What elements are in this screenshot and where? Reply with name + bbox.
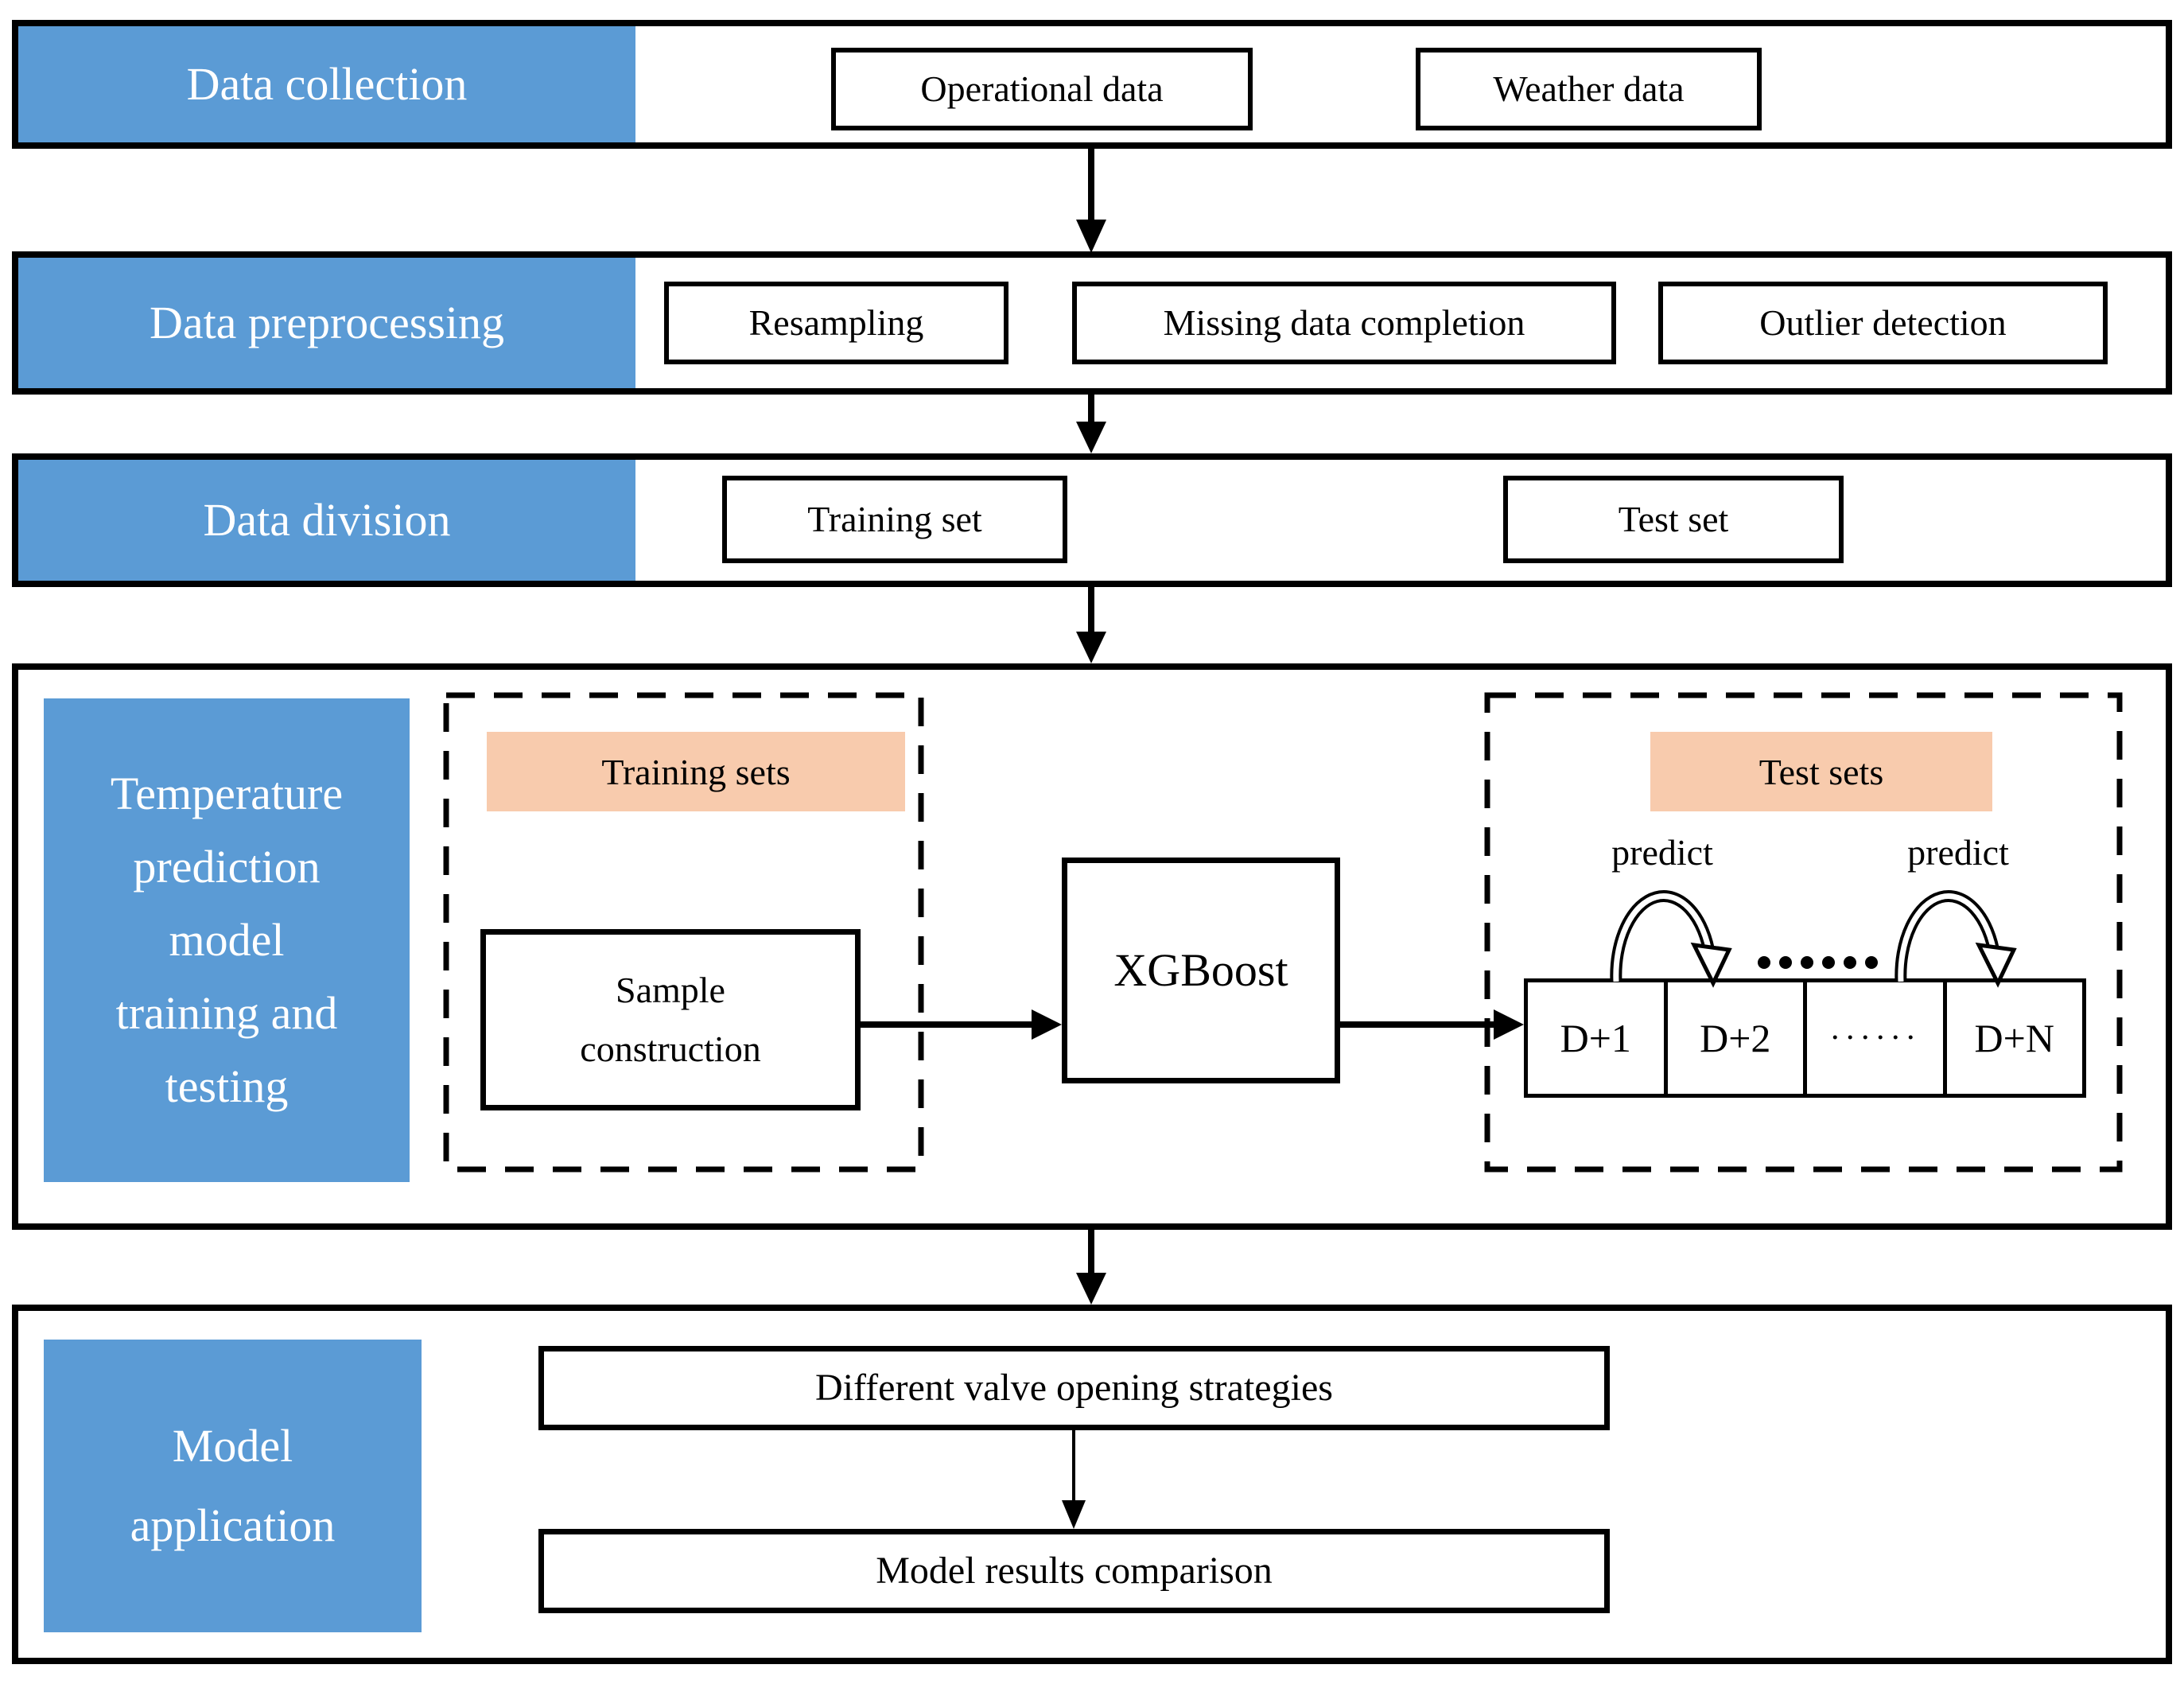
- box-label: Resampling: [748, 301, 924, 343]
- box-model-results-comparison: Model results comparison: [538, 1529, 1610, 1613]
- box-outlier-detection: Outlier detection: [1658, 282, 2108, 364]
- box-label: Training set: [807, 498, 982, 539]
- stage-label-model-application: Model application: [44, 1340, 422, 1632]
- down-arrow-collection-to-preprocessing: [1076, 149, 1106, 253]
- box-label: Weather data: [1493, 68, 1685, 109]
- stage-label-line: Temperature: [110, 768, 344, 819]
- down-arrow-division-to-training: [1076, 587, 1106, 663]
- stage-label-data-division: Data division: [18, 460, 635, 581]
- box-label: Different valve opening strategies: [815, 1367, 1333, 1410]
- box-training-set: Training set: [722, 476, 1067, 563]
- box-sample-construction: Sample construction: [480, 929, 861, 1110]
- box-test-set: Test set: [1503, 476, 1844, 563]
- box-xgboost: XGBoost: [1062, 858, 1340, 1083]
- box-label-line: Sample: [616, 970, 725, 1011]
- box-label: Test set: [1618, 498, 1729, 539]
- stage-label-data-collection: Data collection: [18, 26, 635, 142]
- stage-label-line: training and: [115, 987, 338, 1039]
- label-text: predict: [1611, 831, 1713, 873]
- box-resampling: Resampling: [664, 282, 1008, 364]
- down-arrow-training-to-application: [1076, 1230, 1106, 1305]
- prediction-horizon-cells: D+1 D+2 ······ D+N: [1524, 978, 2086, 1098]
- box-label: Outlier detection: [1759, 301, 2007, 343]
- box-label: Operational data: [920, 68, 1164, 109]
- cell-d-plus-2: D+2: [1663, 982, 1804, 1094]
- cell-d-plus-n: D+N: [1942, 982, 2083, 1094]
- box-operational-data: Operational data: [831, 48, 1253, 130]
- box-label: Model results comparison: [876, 1550, 1273, 1593]
- label-text: predict: [1907, 831, 2009, 873]
- stage-label-line: Model: [172, 1420, 293, 1472]
- label-text: Test sets: [1758, 751, 1884, 792]
- label-predict-left: predict: [1575, 827, 1750, 877]
- box-label-line: construction: [580, 1029, 761, 1069]
- stage-label-text: Data collection: [186, 58, 468, 110]
- down-arrow-preprocessing-to-division: [1076, 395, 1106, 453]
- cell-ellipsis: ······: [1803, 982, 1943, 1094]
- stage-label-line: prediction: [133, 841, 321, 893]
- box-missing-data-completion: Missing data completion: [1072, 282, 1616, 364]
- stage-label-training-testing: Temperature prediction model training an…: [44, 698, 410, 1182]
- stage-label-line: model: [169, 914, 285, 966]
- box-label: Missing data completion: [1163, 301, 1525, 343]
- stage-label-line: application: [130, 1499, 336, 1551]
- stage-label-line: testing: [165, 1060, 289, 1112]
- stage-label-data-preprocessing: Data preprocessing: [18, 258, 635, 388]
- label-test-sets: Test sets: [1650, 732, 1992, 811]
- box-label: XGBoost: [1113, 943, 1288, 996]
- stage-label-text: Data division: [203, 494, 451, 546]
- label-predict-right: predict: [1871, 827, 2046, 877]
- box-valve-opening-strategies: Different valve opening strategies: [538, 1346, 1610, 1430]
- label-training-sets: Training sets: [487, 732, 905, 811]
- label-text: Training sets: [601, 751, 791, 792]
- cell-d-plus-1: D+1: [1560, 1016, 1631, 1060]
- stage-label-text: Data preprocessing: [149, 297, 505, 348]
- box-weather-data: Weather data: [1416, 48, 1762, 130]
